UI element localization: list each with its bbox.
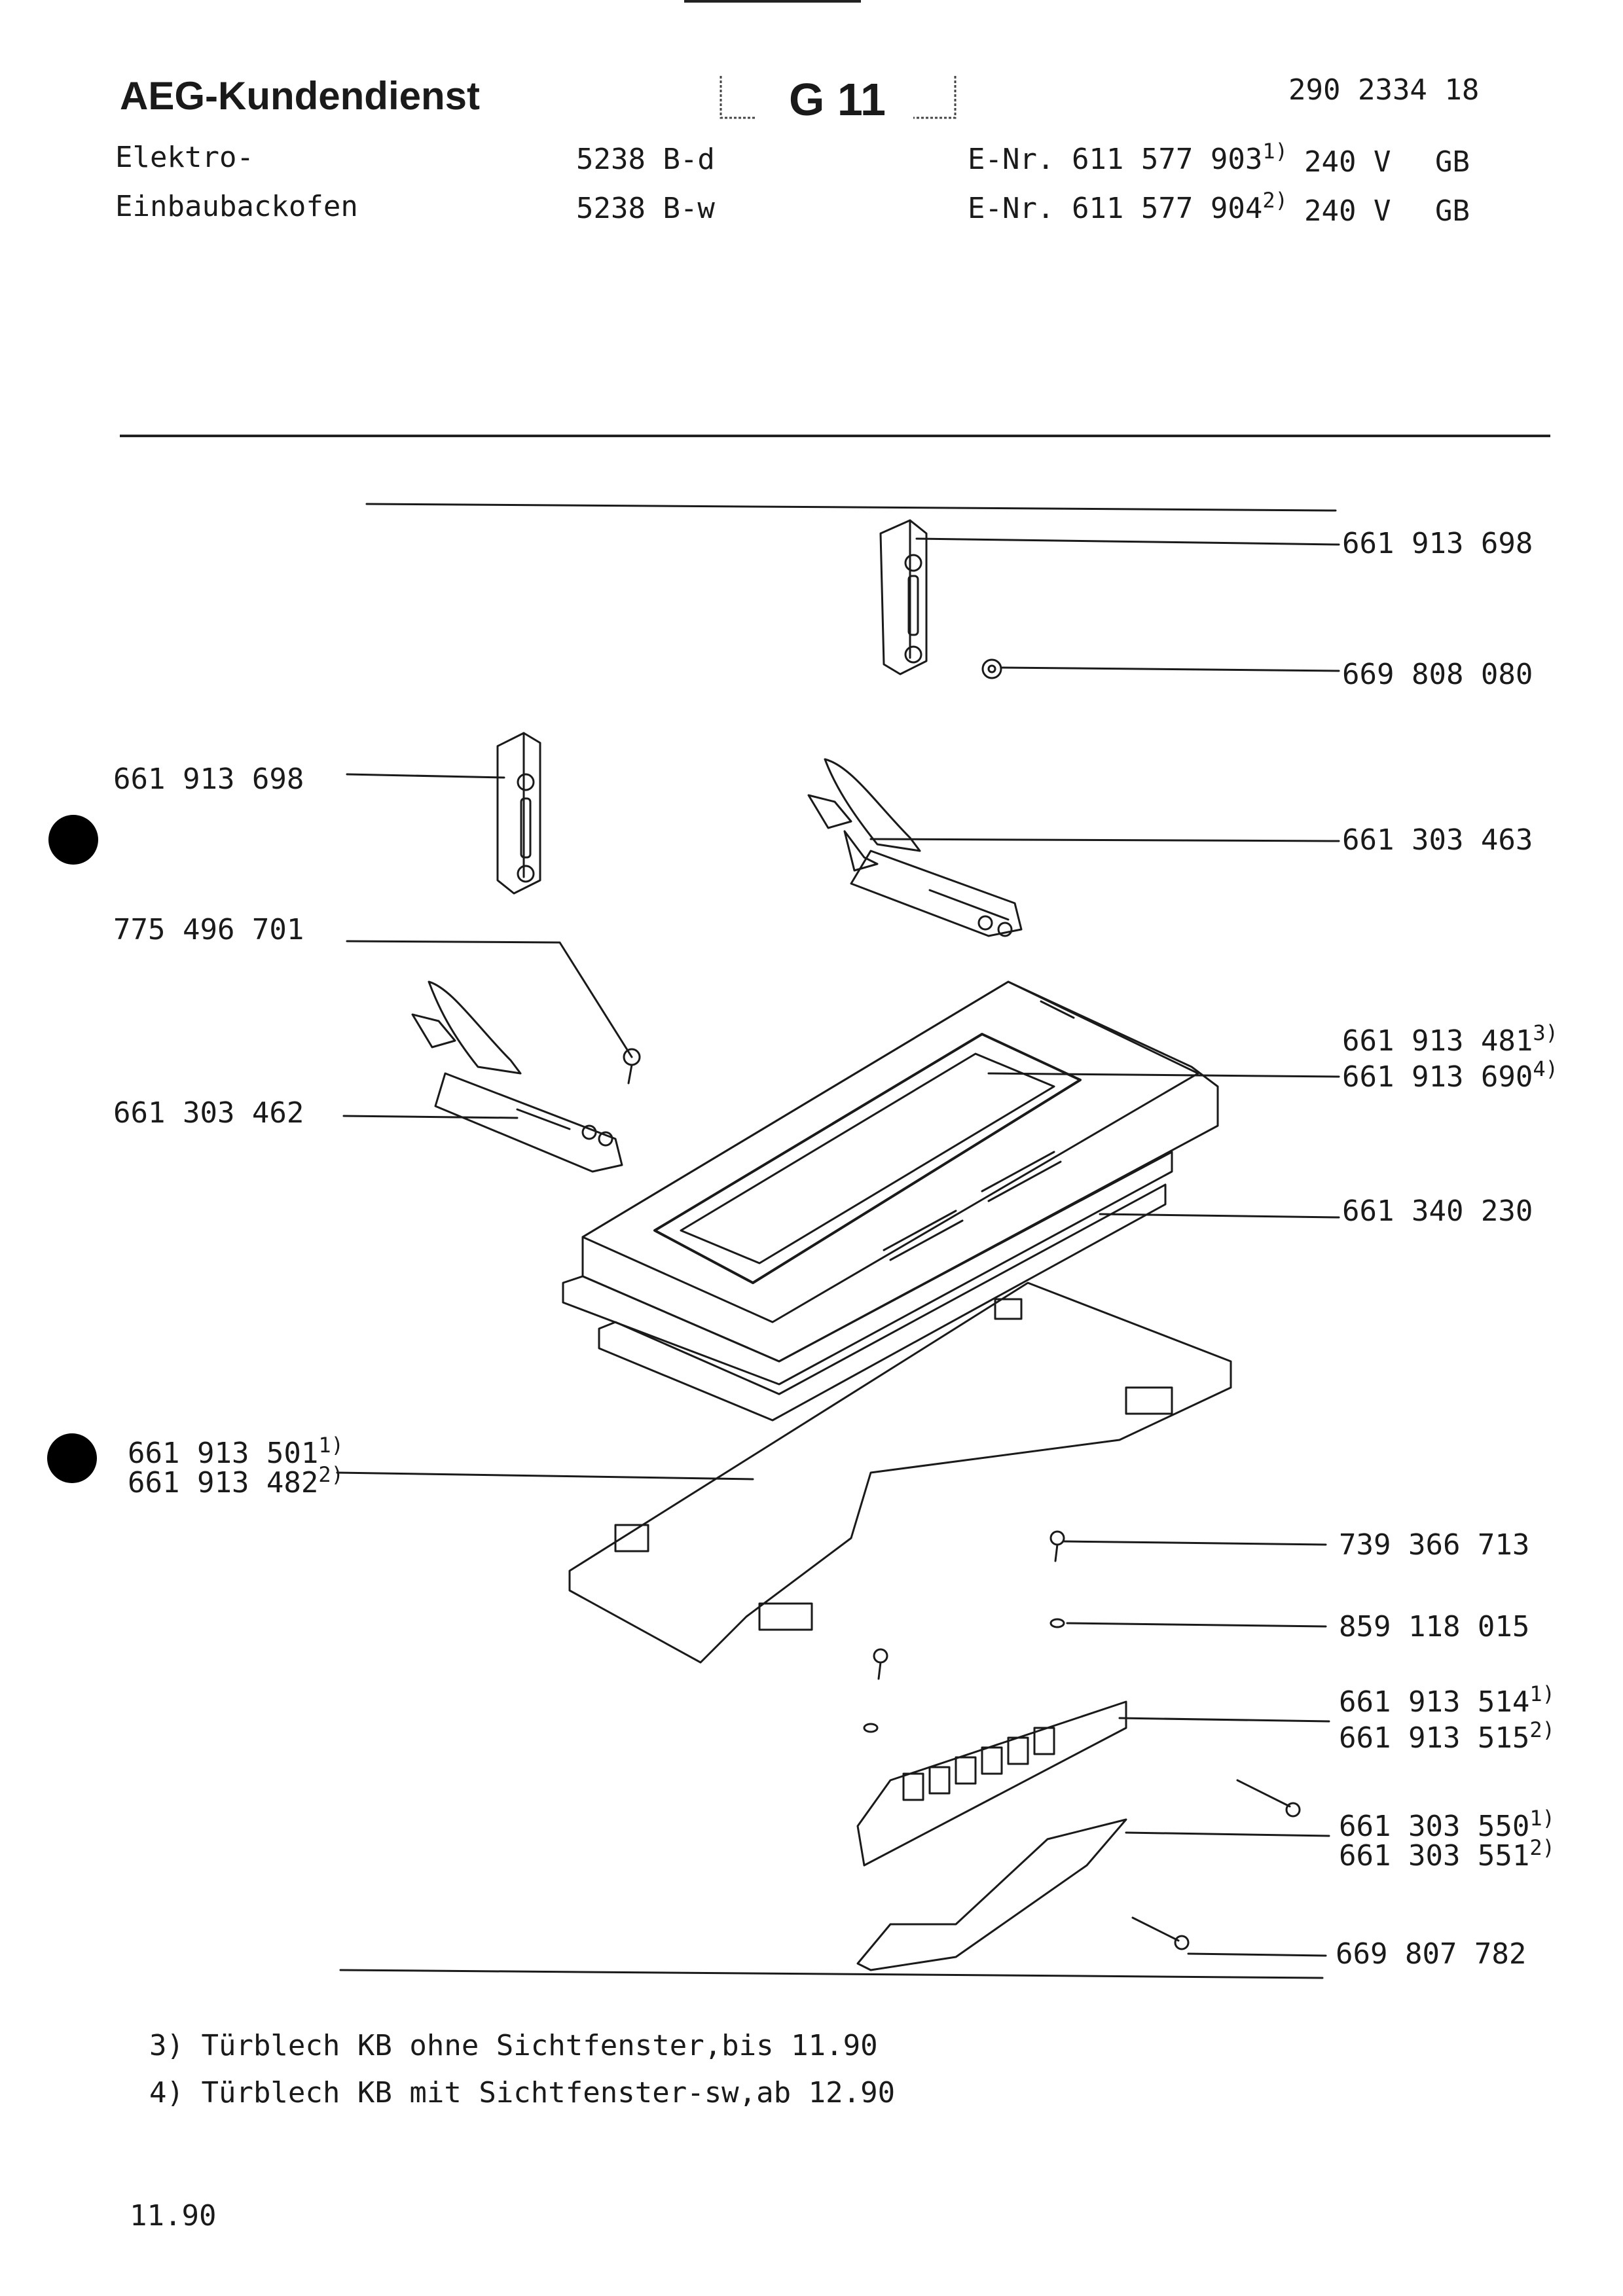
part-number-right-12-number: 661 303 551 xyxy=(1339,1839,1530,1873)
part-number-right-10: 661 913 5152) xyxy=(1339,1717,1555,1755)
part-number-left-4-note: 1) xyxy=(318,1433,344,1458)
leader-line xyxy=(1000,666,1340,672)
part-number-left-3: 661 303 462 xyxy=(113,1096,304,1130)
part-number-right-12-note: 2) xyxy=(1529,1835,1555,1860)
part-number-right-4: 661 913 4813) xyxy=(1342,1020,1558,1058)
part-number-right-5-number: 661 913 690 xyxy=(1342,1060,1533,1094)
leader-line xyxy=(336,1471,754,1480)
bullet-dot xyxy=(48,815,98,865)
part-number-right-2: 669 808 080 xyxy=(1342,658,1533,691)
part-number-right-3: 661 303 463 xyxy=(1342,823,1533,857)
country-1: GB xyxy=(1435,145,1470,179)
part-number-right-11-note: 1) xyxy=(1529,1806,1555,1831)
model-1: 5238 B-d xyxy=(576,143,715,176)
top-edge-mark xyxy=(684,0,861,3)
issue-date: 11.90 xyxy=(130,2199,217,2233)
door-frame xyxy=(562,1151,1173,1422)
screw-2 xyxy=(1049,1530,1065,1562)
voltage-2: 240 V xyxy=(1304,194,1391,228)
washer-2 xyxy=(863,1723,879,1733)
footnote-4: 4) Türblech KB mit Sichtfenster-sw,ab 12… xyxy=(149,2076,896,2109)
switch-panel xyxy=(856,1700,1127,1867)
leader-line xyxy=(342,1115,519,1119)
screw-long-2 xyxy=(1131,1916,1190,1950)
leader-line xyxy=(1187,1952,1327,1957)
part-number-right-8: 859 118 015 xyxy=(1339,1610,1530,1643)
inner-door-plate xyxy=(568,1282,1232,1664)
code-box: G 11 xyxy=(717,73,959,125)
doc-number: 290 2334 18 xyxy=(1288,73,1480,107)
section-line xyxy=(365,503,1337,512)
part-number-right-5-note: 4) xyxy=(1533,1056,1558,1081)
leader-line xyxy=(346,940,633,1058)
part-number-right-11: 661 303 5501) xyxy=(1339,1806,1555,1843)
door-handle xyxy=(856,1818,1127,1971)
country-2: GB xyxy=(1435,194,1470,228)
model-2: 5238 B-w xyxy=(576,192,715,225)
part-number-right-10-note: 2) xyxy=(1529,1717,1555,1742)
leader-line xyxy=(1099,1213,1340,1219)
enr-1-note: 1) xyxy=(1262,139,1288,164)
screw-long-1 xyxy=(1236,1779,1301,1818)
leader-line xyxy=(987,1072,1340,1078)
enr-2: E-Nr. 611 577 9042) xyxy=(968,188,1288,225)
enr-2-number: E-Nr. 611 577 904 xyxy=(968,192,1263,225)
part-number-right-10-number: 661 913 515 xyxy=(1339,1721,1530,1755)
part-number-left-4-number: 661 913 501 xyxy=(128,1437,319,1470)
screw-small xyxy=(623,1048,641,1085)
part-number-right-5: 661 913 6904) xyxy=(1342,1056,1558,1094)
leader-line xyxy=(1066,1622,1327,1628)
enr-1: E-Nr. 611 577 9031) xyxy=(968,139,1288,176)
code-label: G 11 xyxy=(789,74,886,125)
nut-part xyxy=(981,658,1002,679)
washer xyxy=(1049,1618,1065,1628)
part-number-right-12: 661 303 5512) xyxy=(1339,1835,1555,1873)
part-number-left-5-note: 2) xyxy=(318,1462,344,1487)
header-divider xyxy=(120,435,1550,437)
part-number-right-11-number: 661 303 550 xyxy=(1339,1810,1530,1843)
leader-line xyxy=(915,537,1340,546)
part-number-right-7: 739 366 713 xyxy=(1339,1528,1530,1562)
brand-title: AEG-Kundendienst xyxy=(120,74,480,118)
part-number-right-9-note: 1) xyxy=(1529,1681,1555,1706)
part-number-right-4-note: 3) xyxy=(1533,1020,1558,1045)
hinge-left xyxy=(411,980,623,1173)
hinge-bracket-upper xyxy=(879,519,928,675)
part-number-right-13: 669 807 782 xyxy=(1336,1937,1527,1971)
part-number-left-5: 661 913 4822) xyxy=(128,1462,344,1499)
part-number-left-5-number: 661 913 482 xyxy=(128,1466,319,1499)
part-number-right-4-number: 661 913 481 xyxy=(1342,1024,1533,1058)
leader-line xyxy=(1063,1540,1327,1546)
bottom-section-line xyxy=(339,1969,1324,1979)
enr-2-note: 2) xyxy=(1262,188,1288,213)
part-number-right-9: 661 913 5141) xyxy=(1339,1681,1555,1719)
part-number-right-6: 661 340 230 xyxy=(1342,1194,1533,1228)
product-line-1: Elektro- xyxy=(115,141,254,174)
part-number-right-1: 661 913 698 xyxy=(1342,527,1533,560)
leader-line xyxy=(1125,1831,1330,1837)
screw-3 xyxy=(873,1648,888,1680)
leader-line xyxy=(1118,1717,1330,1723)
footnote-3: 3) Türblech KB ohne Sichtfenster,bis 11.… xyxy=(149,2029,878,2062)
hinge-bracket-left xyxy=(496,732,541,895)
door-panel xyxy=(581,980,1219,1363)
part-number-right-9-number: 661 913 514 xyxy=(1339,1685,1530,1719)
leader-line xyxy=(869,838,1340,842)
voltage-1: 240 V xyxy=(1304,145,1391,179)
bullet-dot xyxy=(47,1433,97,1483)
enr-1-number: E-Nr. 611 577 903 xyxy=(968,143,1263,176)
part-number-left-2: 775 496 701 xyxy=(113,913,304,946)
part-number-left-1: 661 913 698 xyxy=(113,762,304,796)
leader-line xyxy=(346,773,505,779)
part-number-left-4: 661 913 5011) xyxy=(128,1433,344,1470)
code-box-frame xyxy=(720,76,957,119)
product-line-2: Einbaubackofen xyxy=(115,190,358,223)
hinge-right xyxy=(807,758,1023,937)
